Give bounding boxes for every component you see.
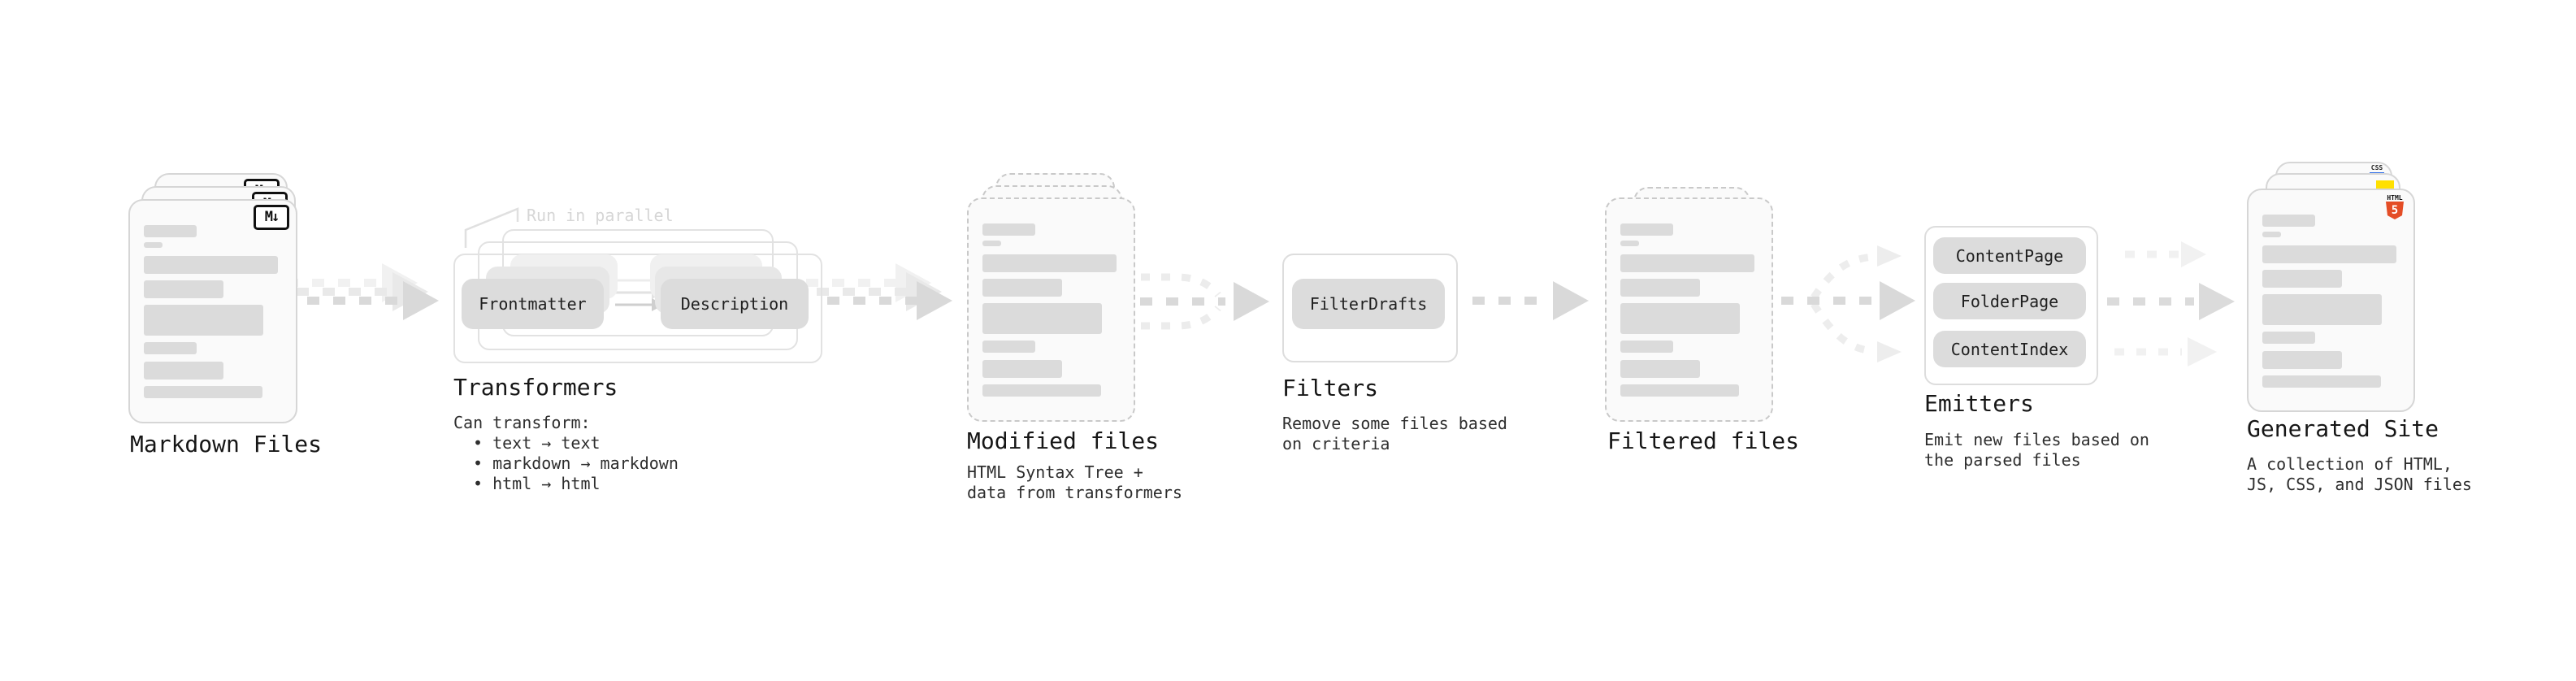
generated-site-label: Generated Site (2247, 415, 2439, 442)
text-line-placeholder (982, 340, 1035, 353)
text-line-placeholder (1620, 223, 1673, 236)
text-line-placeholder (2262, 270, 2342, 288)
text-line-placeholder (144, 280, 223, 298)
html5-number: 5 (2391, 204, 2399, 217)
text-line-placeholder (144, 242, 163, 248)
folderpage-pill: FolderPage (1933, 283, 2086, 319)
text-line-placeholder (1620, 340, 1673, 353)
markdown-files-label: Markdown Files (130, 431, 323, 458)
text-line-placeholder (144, 362, 223, 380)
emitters-label: Emitters (1924, 390, 2034, 417)
text-line-placeholder (2262, 215, 2315, 227)
arrow-filtered-to-emitters-split (1781, 245, 1915, 362)
text-line-placeholder (1620, 384, 1739, 397)
arrow-modified-to-filters-merge (1140, 273, 1269, 330)
modified-files-label: Modified files (967, 427, 1160, 454)
filters-description: Remove some files based on criteria (1282, 414, 1507, 454)
modified-file-card-front (967, 197, 1135, 422)
modified-files-description: HTML Syntax Tree + data from transformer… (967, 462, 1182, 503)
text-line-placeholder (1620, 360, 1700, 378)
transformers-description: Can transform: • text → text • markdown … (453, 413, 679, 494)
filters-label: Filters (1282, 375, 1379, 401)
arrows-emitters-to-generated (2107, 241, 2235, 367)
transformers-bullet: • markdown → markdown (473, 453, 679, 473)
arrow-filters-to-filtered (1472, 281, 1589, 320)
text-line-placeholder (144, 256, 278, 274)
html5-label: HTML (2387, 194, 2403, 202)
filtered-file-card-front (1605, 197, 1773, 422)
text-line-placeholder (2262, 351, 2342, 369)
text-line-placeholder (2262, 245, 2396, 263)
generated-site-description: A collection of HTML, JS, CSS, and JSON … (2247, 454, 2472, 495)
text-line-placeholder (1620, 241, 1639, 246)
emitters-desc-line: the parsed files (1924, 450, 2081, 470)
description-pill: Description (661, 279, 809, 329)
filtered-files-label: Filtered files (1607, 427, 1800, 454)
text-line-placeholder (2262, 332, 2315, 344)
arrow-transformers-to-modified (806, 263, 952, 320)
generated-site-card-front: HTML 5 (2247, 189, 2415, 412)
frontmatter-pill: Frontmatter (462, 279, 604, 329)
generated-site-desc-line: A collection of HTML, (2247, 454, 2452, 474)
text-line-placeholder (982, 303, 1102, 334)
text-line-placeholder (1620, 279, 1700, 297)
filterdrafts-pill: FilterDrafts (1292, 279, 1445, 329)
html5-shield: 5 (2386, 202, 2404, 219)
emitters-description: Emit new files based on the parsed files (1924, 430, 2149, 471)
filters-desc-line: Remove some files based (1282, 414, 1507, 433)
markdown-file-card-front: M↓ (128, 199, 297, 423)
text-line-placeholder (144, 305, 263, 336)
filters-desc-line: on criteria (1282, 434, 1390, 453)
text-line-placeholder (1620, 303, 1740, 334)
text-line-placeholder (982, 254, 1117, 272)
transformers-bullet: • text → text (473, 433, 601, 453)
transformer-container-front (453, 254, 822, 363)
text-line-placeholder (144, 386, 262, 398)
arrow-markdown-to-transformers (286, 263, 439, 320)
text-line-placeholder (2262, 375, 2381, 388)
text-line-placeholder (2262, 232, 2281, 237)
text-line-placeholder (982, 279, 1062, 297)
run-in-parallel-annotation: Run in parallel (527, 206, 674, 225)
modified-files-desc-line: HTML Syntax Tree + (967, 462, 1143, 482)
html5-icon: HTML 5 (2385, 194, 2405, 219)
css-badge-label: CSS (2370, 164, 2383, 171)
markdown-icon: M↓ (254, 205, 289, 230)
text-line-placeholder (982, 384, 1101, 397)
text-line-placeholder (982, 360, 1062, 378)
text-line-placeholder (2262, 294, 2382, 325)
text-line-placeholder (982, 223, 1035, 236)
transformers-desc-title: Can transform: (453, 413, 591, 432)
text-line-placeholder (982, 241, 1001, 246)
transformers-bullet: • html → html (473, 474, 601, 493)
modified-files-desc-line: data from transformers (967, 483, 1182, 502)
contentindex-pill: ContentIndex (1933, 331, 2086, 367)
generated-site-desc-line: JS, CSS, and JSON files (2247, 475, 2472, 494)
js-badge-icon (2376, 180, 2394, 189)
contentpage-pill: ContentPage (1933, 237, 2086, 274)
text-line-placeholder (144, 225, 197, 237)
transformers-label: Transformers (453, 374, 618, 401)
text-line-placeholder (1620, 254, 1754, 272)
emitters-desc-line: Emit new files based on (1924, 430, 2149, 449)
text-line-placeholder (144, 342, 197, 354)
